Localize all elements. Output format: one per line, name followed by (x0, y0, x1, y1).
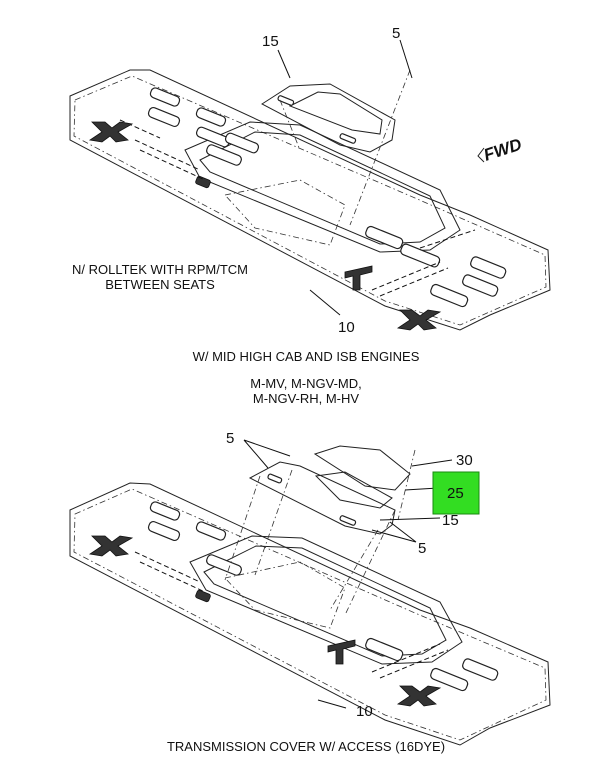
part-25-highlight[interactable] (432, 471, 480, 515)
callout-10-top: 10 (338, 319, 355, 336)
fwd-label: FWD (481, 135, 524, 165)
caption-models-1: M-MV, M-NGV-MD, (250, 376, 361, 391)
callout-10-bottom: 10 (356, 703, 373, 720)
bottom-assembly: 5 30 25 15 5 10 (69, 430, 551, 746)
callout-5-top: 5 (392, 25, 400, 42)
tunnel-top (184, 121, 461, 253)
leader-15-bottom (379, 517, 441, 521)
note-line-2: BETWEEN SEATS (105, 277, 215, 292)
top-assembly: 15 5 10 N/ ROLLTEK WITH RPM/TCM BETWEEN … (69, 25, 551, 336)
leader-5b (371, 521, 417, 543)
caption-engines: W/ MID HIGH CAB AND ISB ENGINES (193, 349, 420, 364)
x-mark-top-right (396, 309, 442, 331)
callout-25[interactable]: 25 (447, 485, 464, 502)
access-opening-bottom (224, 561, 346, 629)
callout-30: 30 (456, 452, 473, 469)
access-lid (313, 445, 411, 491)
callout-5b: 5 (418, 540, 426, 557)
leader-30 (411, 459, 453, 467)
x-mark-bottom-left (88, 535, 134, 557)
leader-5-top (399, 39, 413, 79)
caption-transmission-cover: TRANSMISSION COVER W/ ACCESS (16DYE) (167, 739, 445, 754)
floor-pan-bottom (69, 482, 551, 746)
caption-models-2: M-NGV-RH, M-HV (253, 391, 359, 406)
note-line-1: N/ ROLLTEK WITH RPM/TCM (72, 262, 248, 277)
callout-5a: 5 (226, 430, 234, 447)
x-mark-bottom-right (396, 685, 442, 707)
leader-15-top (277, 49, 291, 79)
cover-plate-bottom (248, 461, 396, 535)
callout-15-top: 15 (262, 33, 279, 50)
leader-10-bottom (317, 699, 347, 709)
access-opening-top (224, 179, 346, 246)
callout-15-bottom: 15 (442, 512, 459, 529)
cover-plate-top (261, 83, 396, 153)
x-mark-top-left (88, 121, 134, 143)
fwd-arrow-icon (477, 147, 485, 163)
floor-pan-top (69, 69, 551, 331)
leader-10-top (309, 289, 341, 316)
leader-5a (243, 439, 291, 469)
